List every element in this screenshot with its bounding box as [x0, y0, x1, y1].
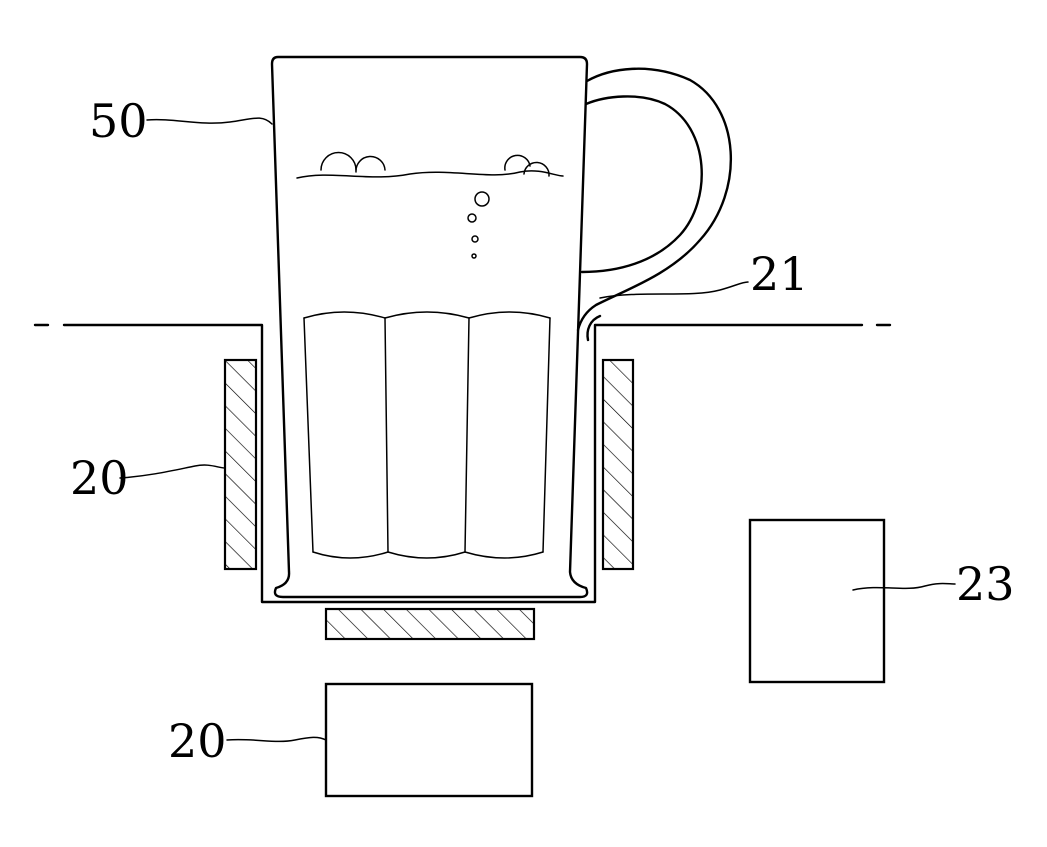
rising-bubble-4 [471, 253, 477, 259]
mug-handle [576, 67, 733, 332]
surface-bubble-3 [504, 154, 531, 171]
leader-23 [852, 582, 956, 591]
surface-bubble-2 [355, 155, 386, 173]
receptacle-outline [62, 323, 864, 604]
sensor-element [586, 314, 602, 342]
controller-box [748, 518, 886, 684]
panel-top-edge [303, 311, 551, 319]
rising-bubble-3 [471, 235, 479, 243]
panel-line-4 [542, 317, 551, 553]
label-21: 21 [750, 247, 809, 301]
panel-bottom-edge [312, 551, 544, 559]
label-20-side: 20 [70, 451, 129, 505]
liquid-surface [296, 170, 564, 179]
surface-bubble-1 [320, 151, 357, 171]
mug-handle-inner [580, 95, 703, 274]
mug-body [270, 55, 589, 599]
side-heater-left [223, 358, 258, 571]
bottom-heater [324, 607, 536, 641]
label-50: 50 [89, 94, 148, 148]
rising-bubble-2 [467, 213, 477, 223]
panel-line-1 [303, 317, 314, 553]
receptacle [33, 323, 892, 604]
leader-20-bottom [226, 736, 327, 743]
panel-line-2 [384, 317, 389, 553]
label-20-bottom: 20 [168, 714, 227, 768]
panel-line-3 [464, 317, 470, 553]
side-heater-right [601, 358, 635, 571]
leader-50 [146, 117, 273, 125]
heater-driver-box [324, 682, 534, 798]
label-23: 23 [956, 557, 1015, 611]
rising-bubble-1 [474, 191, 490, 207]
leader-21 [599, 281, 749, 299]
surface-bubble-4 [523, 161, 550, 177]
mug [270, 55, 733, 599]
leader-20-side [119, 464, 226, 479]
